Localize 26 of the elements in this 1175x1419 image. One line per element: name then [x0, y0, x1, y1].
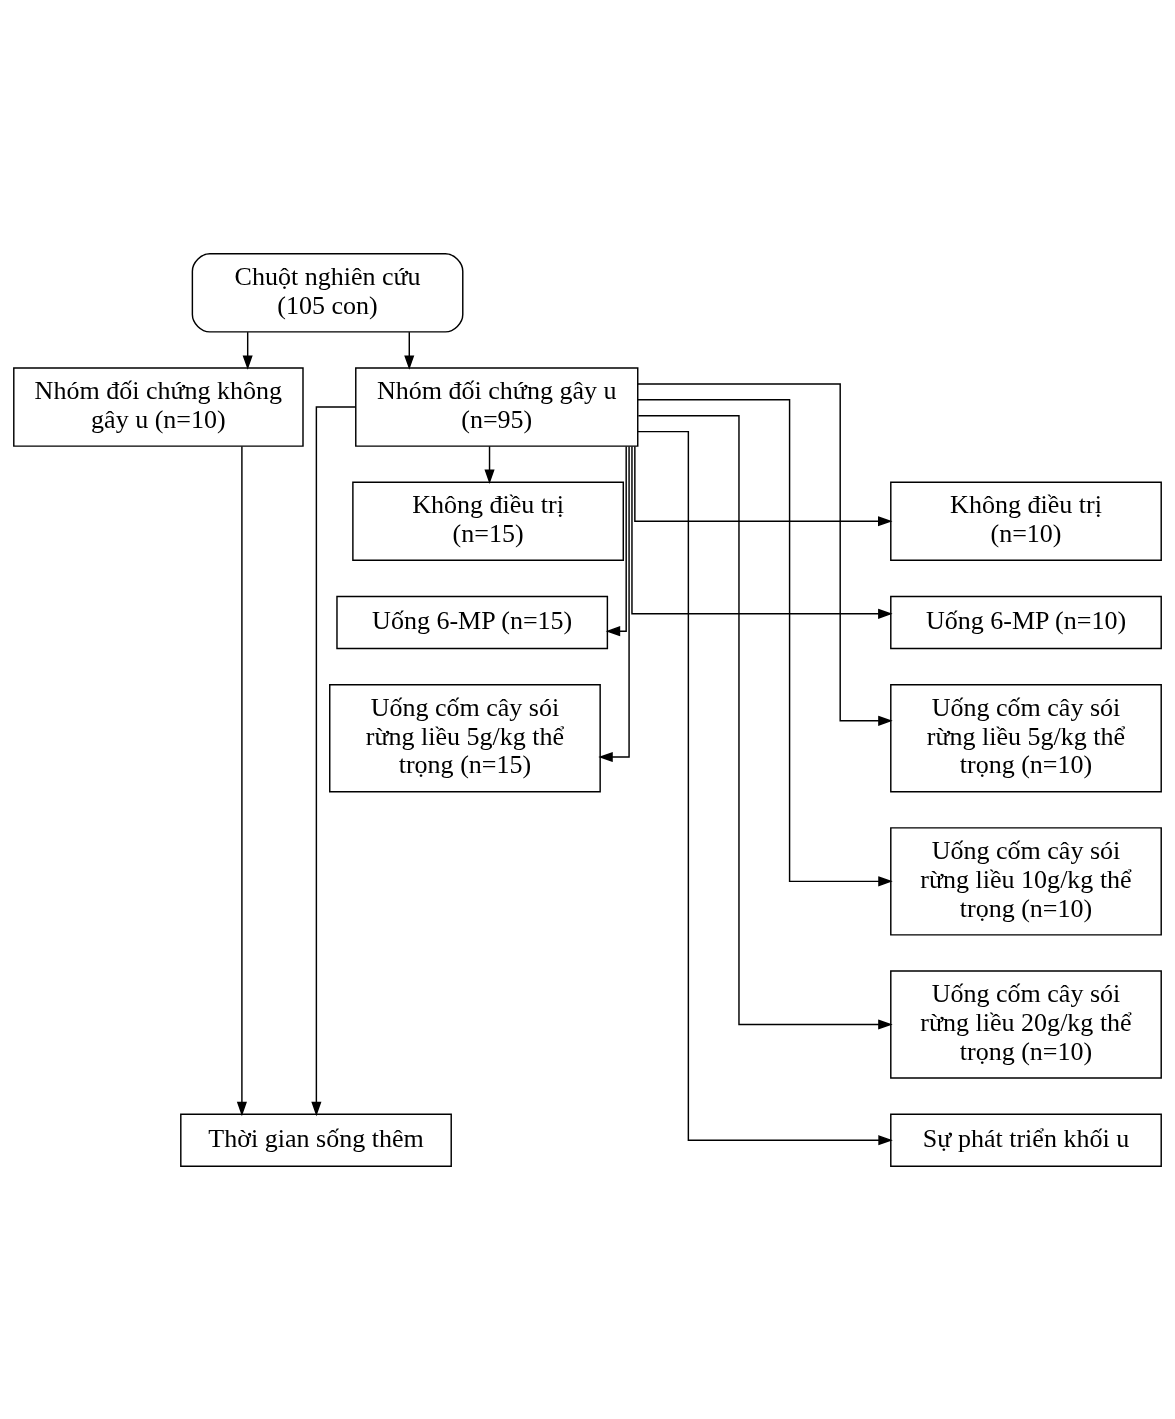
node-box: Không điều trị (n=10) — [890, 481, 1162, 561]
node-box: Nhóm đối chứng không gây u (n=10) — [13, 366, 304, 447]
arrow — [605, 445, 627, 636]
arrow — [242, 330, 253, 370]
node-box: Uống cốm cây sói rừng liều 10g/kg thể trọng (n=10) — [890, 826, 1162, 936]
arrow — [236, 445, 247, 1116]
arrow — [637, 382, 893, 726]
node-box: Uống 6-MP (n=10) — [890, 595, 1162, 649]
arrow — [631, 445, 893, 619]
node-box: Chuột nghiên cứu (105 con) — [191, 252, 464, 333]
node-box: Uống cốm cây sói rừng liều 20g/kg thể trọng (n=10) — [890, 969, 1162, 1079]
arrow — [598, 445, 630, 762]
arrow — [404, 330, 415, 370]
arrow — [484, 445, 495, 484]
arrow — [311, 405, 357, 1116]
node-box: Thời gian sống thêm — [180, 1112, 452, 1167]
node-box: Uống cốm cây sói rừng liều 5g/kg thể trọng (n=15) — [329, 683, 601, 792]
arrow — [634, 445, 893, 526]
node-box: Uống 6-MP (n=15) — [336, 595, 609, 649]
arrow — [637, 414, 893, 1030]
node-box: Không điều trị (n=15) — [352, 481, 624, 561]
arrow — [637, 398, 893, 886]
arrow — [637, 430, 893, 1145]
node-box: Sự phát triển khối u — [890, 1112, 1162, 1167]
node-box: Uống cốm cây sói rừng liều 5g/kg thể trọng (n=10) — [890, 683, 1162, 792]
node-box: Nhóm đối chứng gây u (n=95) — [355, 366, 639, 447]
